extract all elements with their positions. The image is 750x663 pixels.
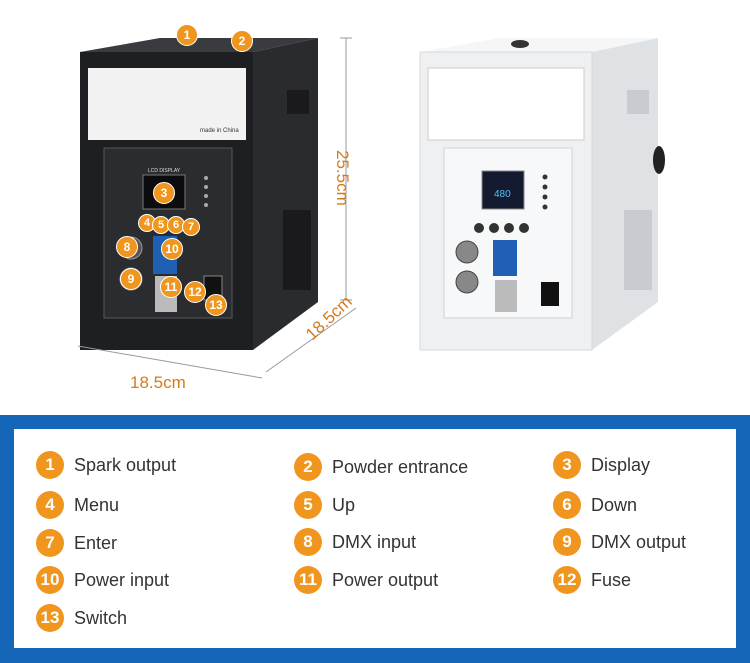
machines-illustration: made in China LCD DISPLAY [77,37,665,379]
legend-item-enter: 7 Enter [36,528,117,558]
legend-label: Menu [74,494,120,515]
legend-item-fuse: 12 Fuse [553,565,631,595]
legend-item-dmx-input: 8 DMX input [294,527,416,557]
legend-number: 4 [36,491,64,519]
dark-lcd-title: LCD DISPLAY [148,168,181,174]
callout-1: 1 [176,24,198,46]
legend-number: 10 [36,566,64,594]
legend-number: 6 [553,491,581,519]
callout-7: 7 [182,218,200,236]
dark-machine: made in China LCD DISPLAY [80,38,318,350]
legend-item-display: 3 Display [553,450,650,480]
dark-side-panel [253,38,318,350]
height-dimension: 25.5cm [333,150,352,206]
legend-number: 12 [553,566,581,594]
legend-item-up: 5 Up [294,490,355,520]
light-power-in [493,240,517,276]
light-dmx-out [455,270,479,294]
legend-label: Down [591,494,638,515]
dark-handle [287,90,309,114]
callout-3: 3 [153,182,175,204]
callout-13: 13 [205,294,227,316]
legend-number: 9 [553,528,581,556]
width-dimension: 18.5cm [130,373,186,392]
callout-2: 2 [231,30,253,52]
legend-label: Display [591,454,651,475]
dark-label-plate [88,68,246,140]
light-side-knob [653,146,665,174]
callout-8: 8 [116,236,138,258]
legend-number: 8 [294,528,322,556]
light-spark-output [511,40,529,48]
light-lcd [481,170,525,210]
legend-item-power-output: 11 Power output [294,565,438,595]
light-side-panel [592,38,658,350]
light-machine: 480 [419,38,665,351]
callout-11: 11 [160,276,182,298]
callout-9: 9 [120,268,142,290]
legend-frame: 1 Spark output 4 Menu 7 Enter 10 Power i… [0,415,750,663]
legend-item-menu: 4 Menu [36,490,119,520]
legend-number: 7 [36,529,64,557]
light-top [420,38,658,52]
legend-item-dmx-output: 9 DMX output [553,527,686,557]
light-power-out [495,280,517,312]
light-side-grille [624,210,652,290]
legend-label: DMX output [591,531,687,552]
legend-item-powder-entrance: 2 Powder entrance [294,452,468,482]
legend-label: Spark output [74,454,177,475]
legend-number: 11 [294,566,322,594]
dimension-lines [77,37,357,379]
legend-label: Power input [74,569,170,590]
legend-number: 1 [36,451,64,479]
dark-made-in: made in China [200,128,239,134]
legend-panel: 1 Spark output 4 Menu 7 Enter 10 Power i… [14,429,736,648]
light-dmx-in [455,240,479,264]
legend-label: Powder entrance [332,456,469,477]
light-lcd-value: 480 [494,189,511,200]
light-switch [541,282,559,306]
legend-number: 5 [294,491,322,519]
light-label-plate [427,67,585,141]
legend-label: DMX input [332,531,417,552]
legend-item-power-input: 10 Power input [36,565,169,595]
legend-label: Enter [74,532,118,553]
dark-side-grille [283,210,311,290]
legend-item-down: 6 Down [553,490,637,520]
legend-label: Power output [332,569,439,590]
legend-label: Fuse [591,569,632,590]
callout-12: 12 [184,281,206,303]
legend-number: 2 [294,453,322,481]
callout-10: 10 [161,238,183,260]
product-photo-area: made in China LCD DISPLAY [77,24,665,392]
legend-label: Switch [74,607,128,628]
legend-number: 3 [553,451,581,479]
light-handle [627,90,649,114]
legend-item-spark-output: 1 Spark output [36,450,176,480]
legend-number: 13 [36,604,64,632]
dark-top [80,38,318,52]
legend-item-switch: 13 Switch [36,603,127,633]
legend-label: Up [332,494,356,515]
